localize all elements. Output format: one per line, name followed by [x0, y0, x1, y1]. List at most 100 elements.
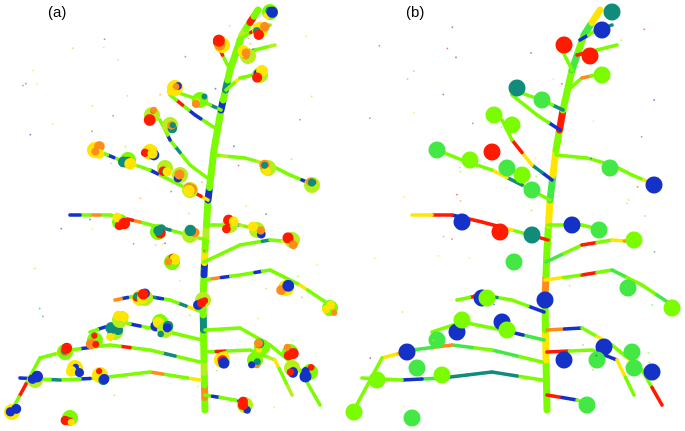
branch-segment: [480, 220, 499, 228]
leaf-cluster: [191, 92, 208, 108]
leaf-spot: [307, 178, 317, 187]
leaf-blob: [536, 291, 554, 309]
leaf-spot: [248, 361, 256, 369]
branch-segment: [515, 374, 544, 382]
branch-segment: [447, 153, 464, 162]
leaf-blob: [403, 409, 421, 427]
noise-point: [299, 118, 301, 121]
leaf-cluster: [498, 159, 516, 177]
branch-segment: [565, 58, 574, 72]
leaf-blob: [485, 106, 503, 124]
branch-segment: [562, 326, 584, 331]
branch-segment: [567, 348, 594, 353]
leaf-spot: [91, 147, 100, 156]
branch-segment: [510, 298, 530, 308]
leaf-spot: [124, 158, 137, 170]
noise-point: [191, 238, 194, 240]
leaf-cluster: [172, 167, 188, 183]
leaf-cluster: [513, 166, 531, 184]
noise-point: [653, 99, 656, 101]
panel-a: (a): [0, 0, 340, 431]
leaf-cluster: [453, 213, 471, 231]
noise-point: [568, 284, 571, 287]
branch-segment: [286, 384, 294, 397]
leaf-cluster: [398, 343, 416, 361]
noise-point: [60, 227, 63, 230]
leaf-cluster: [162, 117, 178, 134]
leaf-cluster: [663, 299, 681, 317]
noise-point: [530, 209, 533, 212]
leaf-cluster: [555, 36, 573, 54]
branch-segment: [595, 238, 614, 245]
noise-point: [636, 185, 639, 188]
noise-point: [473, 293, 475, 296]
noise-point: [72, 47, 74, 50]
noise-point: [214, 87, 217, 90]
branch-segment: [475, 163, 494, 172]
leaf-cluster: [498, 321, 516, 339]
leaf-blob: [498, 159, 516, 177]
leaf-cluster: [523, 226, 541, 244]
branch-segment: [640, 283, 659, 297]
noise-point: [442, 93, 445, 96]
noise-point: [41, 315, 44, 318]
branch-segment: [520, 150, 534, 167]
branch-segment: [168, 93, 178, 102]
branch-segment: [268, 43, 277, 48]
leaf-blob: [595, 338, 613, 356]
panel-b: (b): [342, 0, 685, 431]
leaf-cluster: [222, 214, 239, 234]
branch-segment: [561, 273, 584, 280]
branch-segment: [490, 168, 509, 180]
leaf-blob: [498, 321, 516, 339]
leaf-blob: [588, 351, 606, 369]
noise-point: [496, 220, 499, 222]
noise-point: [117, 58, 119, 61]
leaf-spot: [140, 148, 150, 158]
branch-segment: [185, 376, 202, 382]
noise-point: [36, 83, 38, 86]
leaf-spot: [99, 373, 110, 385]
noise-point: [402, 405, 405, 408]
leaf-cluster: [505, 253, 523, 271]
leaf-blob: [453, 213, 471, 231]
branch-segment: [160, 372, 177, 378]
main-stem-segment: [588, 6, 604, 26]
leaf-cluster: [193, 292, 211, 311]
noise-point: [552, 78, 555, 81]
noise-point: [624, 284, 627, 287]
leaf-spot: [212, 34, 225, 47]
leaf-spot: [61, 342, 73, 354]
leaf-blob: [523, 181, 541, 199]
leaf-blob: [433, 366, 451, 384]
noise-point: [500, 125, 503, 128]
branch-segment: [526, 304, 546, 314]
branch-segment: [610, 268, 629, 280]
noise-point: [412, 111, 415, 114]
leaf-spot: [74, 368, 85, 378]
branch-segment: [545, 349, 572, 354]
branch-segment: [113, 297, 123, 302]
leaf-spot: [166, 87, 176, 96]
leaf-cluster: [555, 351, 573, 369]
leaf-spot: [282, 232, 294, 244]
plant-point-cloud-b: [345, 3, 681, 427]
leaf-spot: [299, 370, 312, 383]
branch-segment: [560, 395, 579, 402]
leaf-cluster: [590, 221, 608, 239]
noise-point: [546, 236, 549, 239]
branch-segment: [31, 356, 42, 373]
noise-point: [154, 244, 157, 247]
noise-point: [257, 317, 259, 320]
branch-segment: [237, 348, 252, 353]
noise-point: [401, 311, 404, 313]
noise-point: [159, 93, 162, 96]
branch-segment: [580, 270, 599, 277]
noise-point: [580, 273, 583, 276]
noise-point: [459, 199, 462, 202]
branch-segment: [189, 335, 204, 342]
leaf-cluster: [461, 151, 479, 169]
branch-segment: [521, 333, 546, 342]
branch-segment: [546, 120, 562, 132]
leaf-cluster: [237, 396, 253, 414]
